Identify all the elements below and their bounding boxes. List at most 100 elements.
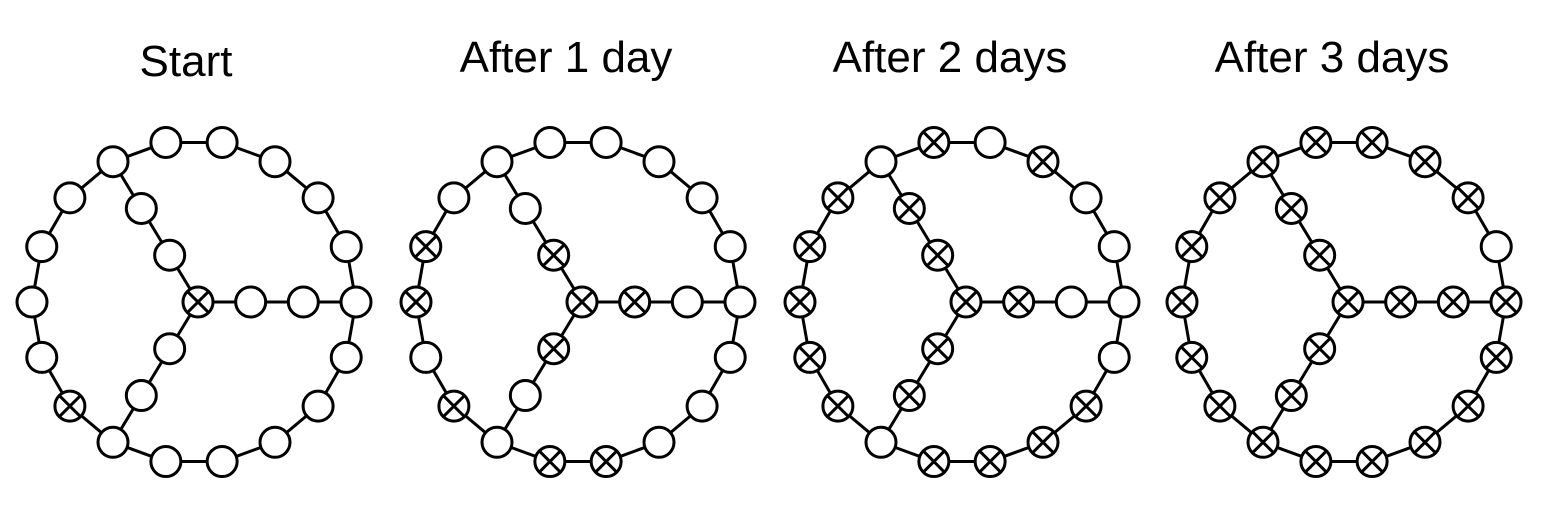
node-circle	[25, 230, 59, 264]
infection-cross-mark	[570, 290, 594, 314]
node-circle	[508, 379, 542, 413]
node-circle	[205, 445, 239, 479]
infection-cross-mark	[1413, 150, 1437, 174]
infected-node	[1165, 285, 1199, 319]
healthy-node	[480, 145, 514, 179]
infection-cross-mark	[925, 243, 950, 267]
healthy-node	[339, 285, 373, 319]
node-circle	[153, 238, 187, 272]
infected-node	[589, 445, 623, 479]
node-circle	[153, 332, 187, 366]
infection-cross-mark	[1388, 290, 1413, 314]
infection-cross-mark	[826, 186, 850, 210]
node-circle	[234, 285, 268, 319]
node-circle	[480, 145, 514, 179]
infected-node	[821, 181, 855, 215]
infected-node	[409, 230, 443, 264]
healthy-node	[409, 340, 443, 374]
node-circle	[25, 340, 59, 374]
node-circle	[508, 191, 542, 225]
healthy-node	[286, 285, 320, 319]
healthy-node	[153, 238, 187, 272]
infected-node	[1203, 181, 1237, 215]
healthy-node	[205, 445, 239, 479]
infected-node	[793, 230, 827, 264]
node-circle	[1097, 340, 1131, 374]
healthy-node	[642, 425, 676, 459]
healthy-node	[205, 125, 239, 159]
infection-cross-mark	[798, 234, 822, 259]
infection-cross-mark	[954, 290, 978, 314]
node-circle	[258, 145, 292, 179]
healthy-node	[258, 145, 292, 179]
infected-node	[921, 238, 955, 272]
healthy-node	[685, 389, 719, 423]
infected-node	[921, 332, 955, 366]
infection-cross-mark	[1180, 345, 1204, 370]
healthy-node	[589, 125, 623, 159]
infection-cross-mark	[538, 449, 562, 474]
infected-node	[1303, 238, 1337, 272]
healthy-node	[96, 145, 130, 179]
infected-node	[892, 379, 926, 413]
panel-title: After 3 days	[1215, 33, 1450, 82]
infection-cross-mark	[1307, 243, 1332, 267]
healthy-node	[685, 181, 719, 215]
node-circle	[329, 230, 363, 264]
infected-node	[917, 445, 951, 479]
node-circle	[1097, 230, 1131, 264]
infection-cross-mark	[788, 290, 812, 314]
infected-node	[892, 191, 926, 225]
healthy-node	[96, 425, 130, 459]
node-circle	[642, 425, 676, 459]
infected-node	[1026, 425, 1060, 459]
infected-node	[1303, 332, 1337, 366]
infected-node	[1026, 145, 1060, 179]
infection-cross-mark	[594, 449, 618, 474]
infection-cross-mark	[1494, 290, 1518, 314]
healthy-node	[1107, 285, 1141, 319]
node-circle	[124, 191, 158, 225]
healthy-node	[258, 425, 292, 459]
panel-after-2-days: After 2 days	[783, 33, 1141, 479]
infection-cross-mark	[1031, 150, 1055, 174]
infection-cross-mark	[1304, 130, 1328, 155]
infected-node	[1408, 425, 1442, 459]
node-circle	[1479, 230, 1513, 264]
infection-cross-mark	[922, 130, 946, 155]
healthy-node	[301, 389, 335, 423]
infection-cross-mark	[1484, 345, 1508, 370]
infection-cross-mark	[925, 337, 950, 361]
node-circle	[339, 285, 373, 319]
infection-cross-mark	[1307, 337, 1332, 361]
infected-node	[1246, 145, 1280, 179]
healthy-node	[25, 340, 59, 374]
healthy-node	[149, 125, 183, 159]
healthy-node	[864, 425, 898, 459]
healthy-node	[124, 379, 158, 413]
infection-cross-mark	[1074, 394, 1098, 418]
infected-node	[53, 389, 87, 423]
healthy-node	[1097, 230, 1131, 264]
healthy-node	[723, 285, 757, 319]
infection-cross-mark	[404, 290, 428, 314]
node-circle	[1054, 285, 1088, 319]
infected-node	[1451, 181, 1485, 215]
healthy-node	[508, 379, 542, 413]
infected-node	[537, 238, 571, 272]
healthy-node	[301, 181, 335, 215]
infection-cross-mark	[1304, 449, 1328, 474]
node-circle	[670, 285, 704, 319]
node-circle	[685, 181, 719, 215]
infection-cross-mark	[897, 383, 922, 408]
panel-start: Start	[15, 37, 373, 479]
node-circle	[96, 425, 130, 459]
infection-cross-mark	[1360, 130, 1384, 155]
healthy-node	[713, 230, 747, 264]
node-circle	[973, 125, 1007, 159]
infected-node	[533, 445, 567, 479]
infection-cross-mark	[897, 196, 922, 221]
node-circle	[713, 340, 747, 374]
panel-after-1-day: After 1 day	[399, 33, 757, 479]
infection-cross-mark	[1031, 430, 1055, 454]
